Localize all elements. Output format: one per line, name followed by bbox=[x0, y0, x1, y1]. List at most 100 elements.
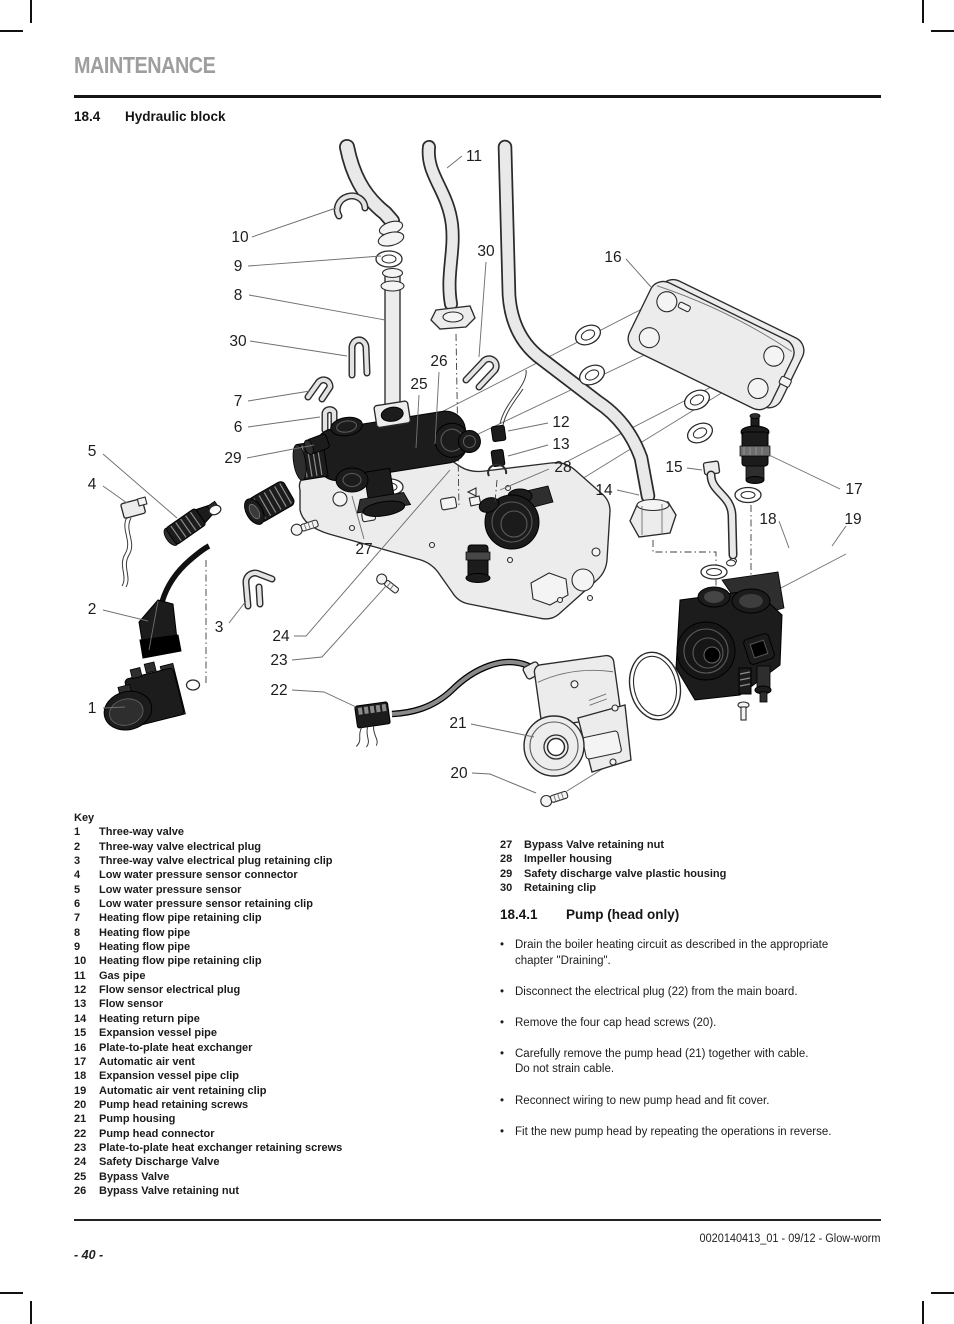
bullet-icon: • bbox=[500, 1125, 505, 1138]
callout-number-10: 10 bbox=[231, 229, 249, 246]
bullet-icon: • bbox=[500, 1094, 505, 1107]
callout-number-8: 8 bbox=[234, 287, 243, 304]
key-item-label: Three-way valve electrical plug bbox=[99, 840, 262, 853]
key-item-number: 23 bbox=[74, 1141, 87, 1154]
callout-leader-3 bbox=[228, 600, 247, 624]
plug-retaining-clip bbox=[242, 569, 276, 610]
callout-leader-1 bbox=[102, 706, 126, 709]
callout-number-17: 17 bbox=[845, 481, 862, 498]
callout-leader-11 bbox=[446, 155, 463, 169]
pump-head bbox=[391, 654, 632, 777]
pump-retaining-screw bbox=[540, 790, 569, 808]
callout-leader-17 bbox=[768, 454, 841, 490]
key-item-number: 14 bbox=[74, 1012, 87, 1025]
key-item-label: Expansion vessel pipe bbox=[99, 1027, 217, 1040]
callout-number-23: 23 bbox=[270, 652, 287, 669]
callout-leader-5 bbox=[102, 453, 178, 519]
key-item-label: Heating flow pipe retaining clip bbox=[99, 912, 262, 925]
callout-number-24: 24 bbox=[272, 628, 290, 645]
retaining-clip-6 bbox=[321, 406, 338, 434]
callout-number-1: 1 bbox=[88, 700, 97, 717]
instruction-text: Reconnect wiring to new pump head and fi… bbox=[515, 1094, 770, 1107]
callout-number-2: 2 bbox=[88, 601, 97, 618]
bypass-valve-retaining-nut bbox=[244, 481, 295, 525]
callout-leader-29 bbox=[246, 444, 315, 459]
document-reference: 0020140413_01 - 09/12 - Glow-worm bbox=[700, 1233, 881, 1245]
impeller-housing bbox=[675, 559, 785, 721]
callout-leader-6 bbox=[247, 416, 321, 428]
key-item-4: 4 Low water pressure sensor connector bbox=[74, 868, 494, 882]
key-item-9: 9 Heating flow pipe bbox=[74, 940, 494, 954]
key-item-number: 2 bbox=[74, 840, 81, 853]
retaining-clip-30-right bbox=[462, 355, 500, 391]
key-item-label: Safety Discharge Valve bbox=[99, 1156, 220, 1169]
callout-number-14: 14 bbox=[595, 482, 613, 499]
callout-number-22: 22 bbox=[270, 682, 287, 699]
retaining-clip-7 bbox=[304, 376, 334, 403]
instruction-text: Drain the boiler heating circuit as desc… bbox=[515, 939, 829, 967]
port-o-rings bbox=[574, 324, 714, 444]
key-item-label: Flow sensor bbox=[99, 998, 164, 1011]
heat-exchanger bbox=[627, 278, 805, 411]
low-water-pressure-sensor bbox=[163, 500, 221, 546]
heating-flow-pipe-upper bbox=[339, 139, 405, 268]
key-item-label: Plate-to-plate heat exchanger bbox=[99, 1041, 253, 1054]
callout-number-25: 25 bbox=[410, 376, 427, 393]
callout-leader-12 bbox=[507, 422, 549, 432]
manifold-front-port bbox=[335, 467, 369, 493]
key-item-label: Heating flow pipe bbox=[99, 926, 191, 939]
key-item-number: 4 bbox=[74, 869, 81, 882]
callout-leader-25 bbox=[415, 394, 420, 449]
hx-screw-a bbox=[290, 519, 319, 536]
hx-screw-b bbox=[376, 573, 400, 594]
key-item-number: 12 bbox=[74, 984, 87, 997]
callout-number-19: 19 bbox=[844, 511, 861, 528]
key-item-label: Three-way valve electrical plug retainin… bbox=[99, 855, 333, 868]
crop-mark bbox=[931, 30, 954, 32]
bullet-icon: • bbox=[500, 1048, 505, 1061]
key-item-label: Low water pressure sensor connector bbox=[99, 869, 298, 882]
key-item-label: Bypass Valve retaining nut bbox=[524, 839, 664, 851]
key-item-number: 27 bbox=[500, 839, 513, 851]
callout-number-3: 3 bbox=[215, 619, 224, 636]
page-number: - 40 - bbox=[74, 1248, 104, 1262]
key-item-label: Heating flow pipe bbox=[99, 941, 191, 954]
callout-number-16: 16 bbox=[604, 249, 621, 266]
key-item-number: 10 bbox=[74, 955, 87, 968]
key-item-number: 9 bbox=[74, 941, 81, 954]
callout-leader-18 bbox=[778, 520, 790, 549]
callout-leader-8 bbox=[248, 294, 386, 321]
automatic-air-vent bbox=[734, 413, 771, 596]
key-item-label: Automatic air vent bbox=[99, 1055, 195, 1068]
callout-number-29: 29 bbox=[224, 450, 241, 467]
callout-number-4: 4 bbox=[88, 476, 97, 493]
key-item-label: Automatic air vent retaining clip bbox=[99, 1084, 267, 1097]
key-item-label: Heating flow pipe retaining clip bbox=[99, 955, 262, 968]
callout-leader-14 bbox=[616, 489, 640, 496]
key-item-label: Gas pipe bbox=[99, 969, 146, 982]
key-item-number: 18 bbox=[74, 1070, 87, 1083]
instruction-item: • Fit the new pump head by repeating the … bbox=[500, 1125, 884, 1140]
key-item-number: 19 bbox=[74, 1084, 87, 1097]
callout-leader-19 bbox=[831, 525, 847, 547]
callout-layer: 1110983076295421324232227262530121328161… bbox=[88, 148, 863, 794]
pump-head-connector bbox=[354, 701, 391, 748]
pump-o-ring bbox=[628, 651, 682, 721]
instruction-text: Carefully remove the pump head (21) toge… bbox=[515, 1048, 809, 1076]
key-item-label: Pump housing bbox=[99, 1113, 176, 1126]
instruction-text: Fit the new pump head by repeating the o… bbox=[515, 1125, 832, 1138]
key-item-number: 11 bbox=[74, 969, 86, 982]
key-item-number: 8 bbox=[74, 926, 81, 939]
callout-leader-16 bbox=[625, 258, 652, 288]
